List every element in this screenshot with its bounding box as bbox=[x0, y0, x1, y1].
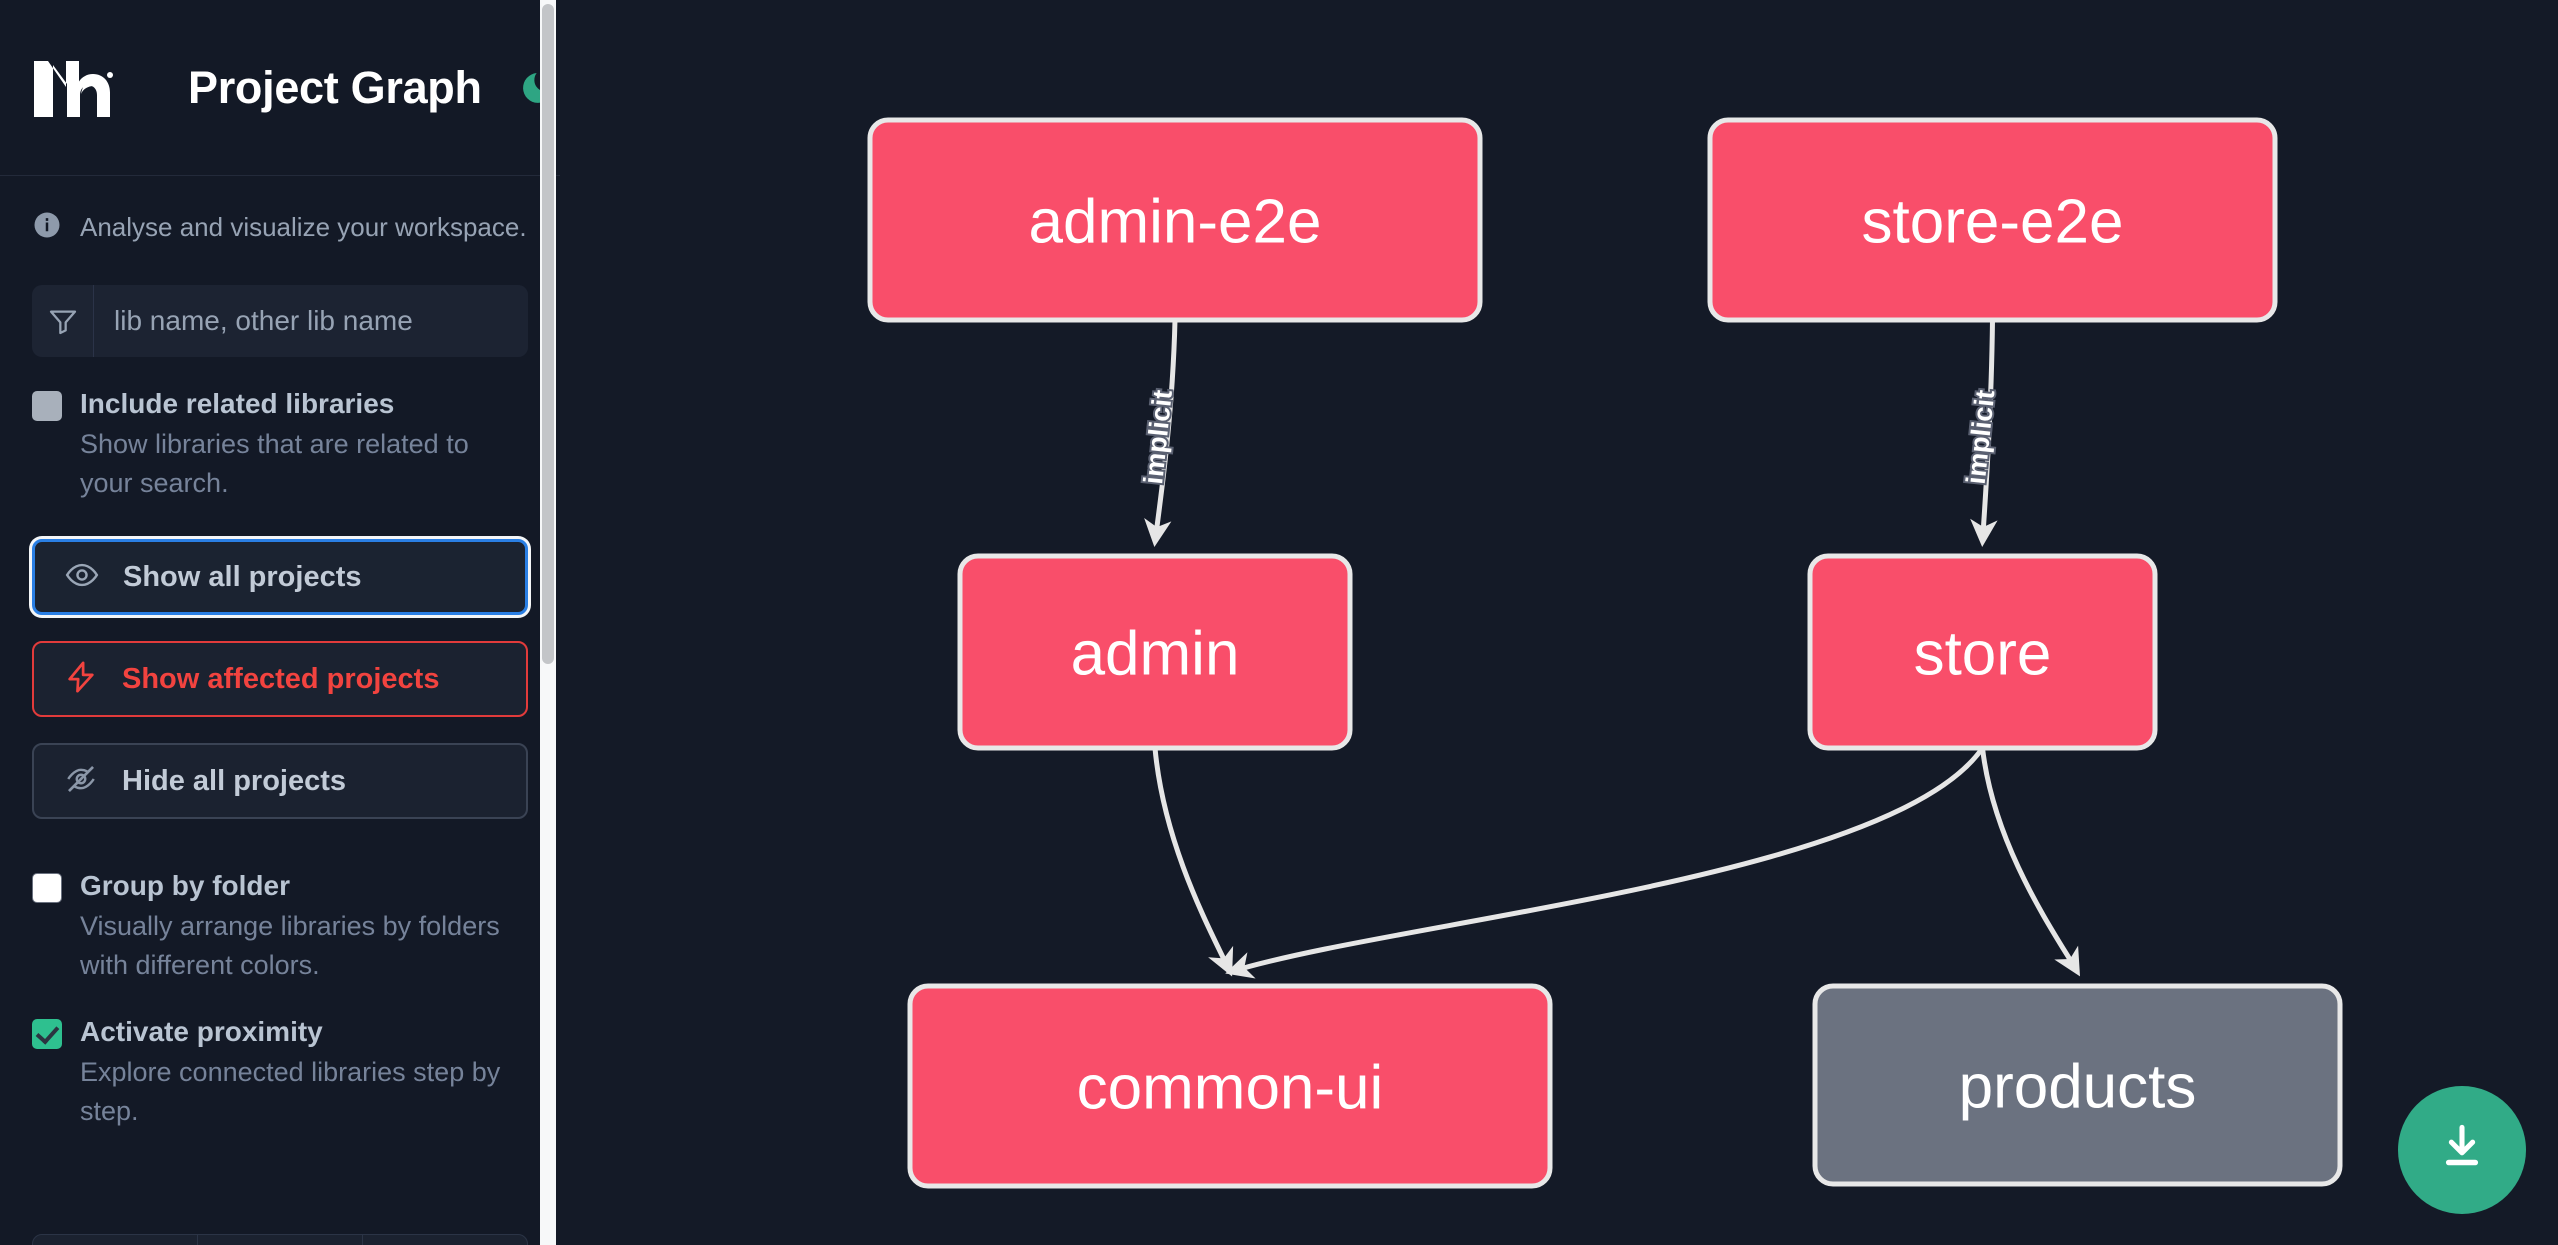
node-shape[interactable] bbox=[1812, 983, 2343, 1187]
info-circle-icon bbox=[32, 210, 62, 245]
sidebar: Project Graph Analyse and visualize yo bbox=[0, 0, 560, 1245]
option-description: Show libraries that are related to your … bbox=[80, 428, 469, 498]
node-label: products bbox=[1959, 1053, 2197, 1122]
proximity-step-decrease[interactable] bbox=[33, 1235, 198, 1245]
proximity-step-value[interactable] bbox=[198, 1235, 363, 1245]
filter-icon bbox=[32, 285, 94, 357]
sidebar-info: Analyse and visualize your workspace. bbox=[0, 176, 560, 245]
option-group-by-folder[interactable]: Group by folder Visually arrange librari… bbox=[0, 845, 560, 985]
graph-edge[interactable] bbox=[1980, 747, 2081, 977]
graph-node-admin[interactable]: admin bbox=[957, 553, 1353, 751]
show-affected-projects-label: Show affected projects bbox=[122, 662, 440, 695]
option-title: Activate proximity bbox=[80, 1016, 323, 1048]
graph-node-store[interactable]: store bbox=[1807, 553, 2158, 751]
group-by-folder-checkbox[interactable] bbox=[32, 873, 62, 904]
proximity-step-increase[interactable] bbox=[363, 1235, 527, 1245]
show-all-projects-label: Show all projects bbox=[123, 560, 362, 593]
graph-node-admin-e2e[interactable]: admin-e2e bbox=[867, 117, 1483, 323]
sidebar-scrollbar-thumb[interactable] bbox=[542, 4, 554, 664]
download-icon bbox=[2433, 1119, 2491, 1182]
graph-edges bbox=[1144, 319, 2081, 979]
option-texts: Include related libraries Show libraries… bbox=[80, 385, 528, 503]
option-texts: Group by folder Visually arrange librari… bbox=[80, 867, 528, 985]
option-description: Visually arrange libraries by folders wi… bbox=[80, 910, 500, 981]
node-label: admin-e2e bbox=[1029, 188, 1322, 257]
graph-node-store-e2e[interactable]: store-e2e bbox=[1707, 117, 2278, 323]
option-title: Include related libraries bbox=[80, 388, 395, 419]
hide-all-projects-button[interactable]: Hide all projects bbox=[32, 743, 528, 820]
graph-edge[interactable] bbox=[1970, 319, 1998, 547]
show-all-projects-button[interactable]: Show all projects bbox=[32, 539, 528, 616]
sidebar-info-text: Analyse and visualize your workspace. bbox=[80, 211, 527, 242]
option-description: Explore connected libraries step by step… bbox=[80, 1056, 501, 1127]
show-affected-projects-button[interactable]: Show affected projects bbox=[32, 641, 528, 718]
page-title: Project Graph bbox=[188, 61, 482, 113]
proximity-step-controls[interactable] bbox=[32, 1234, 528, 1245]
include-related-libraries-checkbox[interactable] bbox=[32, 391, 62, 421]
node-shape[interactable] bbox=[1707, 117, 2278, 323]
node-shape[interactable] bbox=[957, 553, 1353, 751]
node-shape[interactable] bbox=[907, 983, 1553, 1189]
nx-logo-icon bbox=[32, 57, 128, 119]
hide-all-projects-label: Hide all projects bbox=[122, 764, 347, 797]
node-shape[interactable] bbox=[867, 117, 1483, 323]
node-label: store-e2e bbox=[1862, 188, 2124, 257]
option-title: Group by folder bbox=[80, 870, 290, 902]
option-activate-proximity[interactable]: Activate proximity Explore connected lib… bbox=[0, 985, 560, 1131]
search-box[interactable] bbox=[32, 285, 528, 357]
sidebar-scrollbar-track[interactable] bbox=[540, 0, 556, 1245]
graph-nodes: admin-e2e store-e2e admin store common-ui pro… bbox=[867, 117, 2343, 1189]
graph-edge-labels: implicit implicit bbox=[1136, 386, 2002, 487]
graph-edge[interactable] bbox=[1144, 319, 1178, 547]
graph-node-products[interactable]: products bbox=[1812, 983, 2343, 1187]
graph-edge[interactable] bbox=[1225, 746, 1985, 979]
graph-node-common-ui[interactable]: common-ui bbox=[907, 983, 1553, 1189]
sidebar-header: Project Graph bbox=[0, 0, 560, 176]
sidebar-content: Project Graph Analyse and visualize yo bbox=[0, 0, 560, 1131]
graph-edge[interactable] bbox=[1152, 747, 1234, 977]
node-label: common-ui bbox=[1077, 1054, 1384, 1123]
option-include-related-libraries[interactable]: Include related libraries Show libraries… bbox=[0, 357, 560, 503]
activate-proximity-checkbox[interactable] bbox=[32, 1019, 62, 1050]
eye-icon bbox=[65, 558, 99, 597]
node-label: store bbox=[1914, 620, 2052, 689]
option-texts: Activate proximity Explore connected lib… bbox=[80, 1013, 528, 1131]
graph-edge-label: implicit bbox=[1138, 388, 1178, 485]
lightning-bolt-icon bbox=[64, 660, 98, 699]
download-graph-button[interactable] bbox=[2398, 1086, 2526, 1214]
action-button-stack: Show all projects Show affected projects bbox=[0, 503, 560, 820]
node-label: admin bbox=[1071, 620, 1240, 689]
eye-slash-icon bbox=[64, 762, 98, 801]
search-row bbox=[0, 245, 560, 357]
search-input[interactable] bbox=[94, 285, 528, 357]
node-shape[interactable] bbox=[1807, 553, 2158, 751]
graph-edge-label: implicit bbox=[1961, 388, 2001, 485]
